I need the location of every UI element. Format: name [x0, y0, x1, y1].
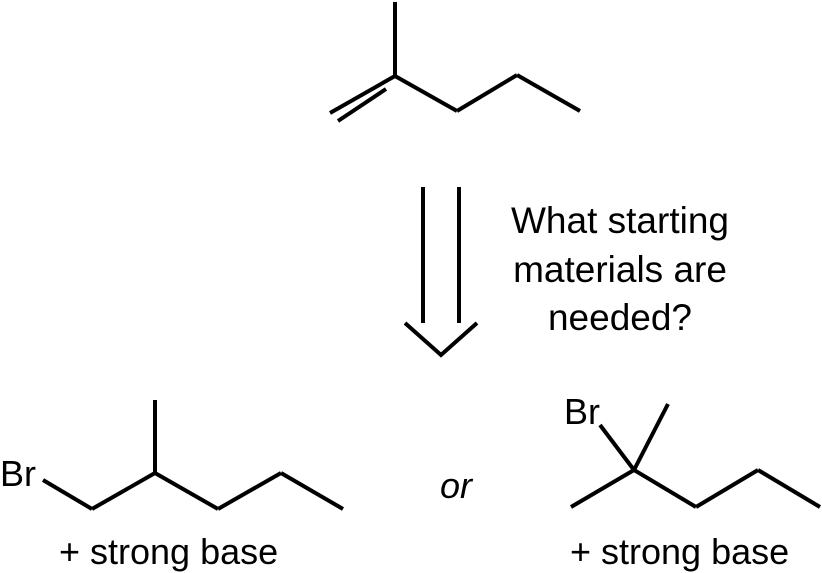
right-alkyl-halide-structure: Br	[564, 391, 822, 509]
chain-bond-2	[455, 73, 519, 113]
right-bromine-label: Br	[564, 391, 600, 432]
left-chain-bond-2	[154, 471, 219, 511]
question-line-2: materials are	[513, 249, 727, 290]
chain-bond-1	[394, 74, 458, 113]
double-bond-outer	[329, 74, 396, 115]
left-reagent-caption: + strong base	[59, 531, 278, 572]
question-line-1: What starting	[511, 200, 729, 241]
right-chain-bond-2	[694, 468, 760, 509]
left-bromine-label: Br	[0, 453, 36, 494]
question-line-3: needed?	[548, 297, 692, 338]
retrosynthesis-arrow	[403, 187, 479, 358]
right-reagent-caption: + strong base	[570, 531, 789, 572]
right-methyl-bond-up	[632, 403, 670, 471]
arrow-head	[403, 321, 479, 358]
or-connector: or	[440, 465, 474, 506]
left-chain-bond-4	[279, 471, 345, 511]
right-methyl-bond-left	[569, 468, 636, 509]
c-br-bond-tertiary	[598, 423, 636, 472]
c-br-bond	[41, 478, 94, 511]
left-chain-bond-3	[217, 471, 282, 511]
double-bond-inner	[336, 87, 388, 123]
right-chain-bond-3	[756, 468, 822, 509]
right-chain-bond-1	[632, 468, 698, 509]
chain-bond-3	[516, 73, 581, 113]
target-alkene-structure	[329, 2, 581, 123]
left-alkyl-halide-structure: Br	[0, 400, 345, 511]
left-chain-bond-1	[91, 471, 156, 511]
